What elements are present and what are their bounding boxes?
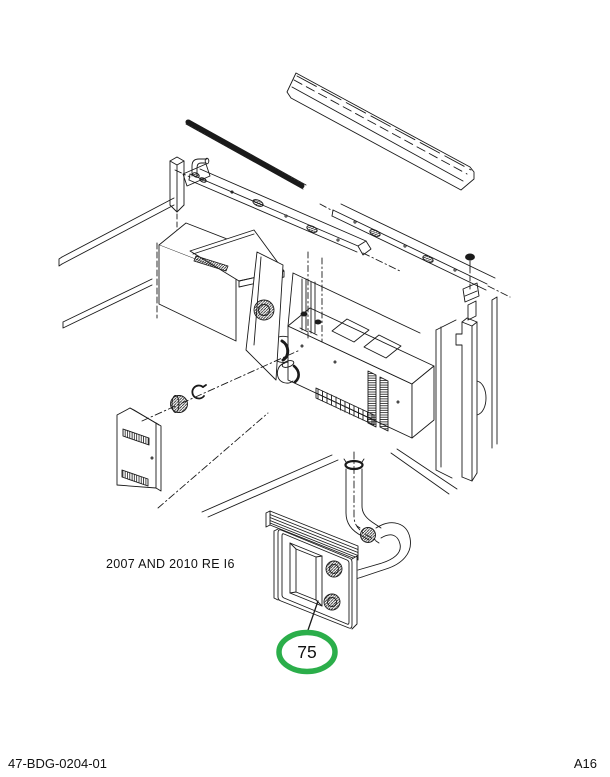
page-code: A16 — [573, 756, 597, 771]
plenum-box — [267, 251, 435, 439]
heater-hose-assembly — [343, 451, 411, 581]
rail-end-bracket — [182, 163, 211, 187]
cowl-channel-panel — [286, 72, 475, 191]
cross-member-rear — [319, 203, 511, 298]
variant-note: 2007 AND 2010 RE I6 — [106, 557, 235, 571]
right-pillar — [455, 317, 487, 482]
seal-strip — [185, 119, 307, 190]
support-bar — [58, 197, 175, 267]
document-number: 47-BDG-0204-01 — [8, 756, 107, 771]
vented-access-panel — [116, 407, 162, 492]
callout-75-number[interactable]: 75 — [297, 642, 317, 662]
heater-core-housing — [265, 510, 359, 630]
callout-ring — [276, 629, 338, 675]
firewall-edges — [62, 278, 458, 518]
knob-and-retaining-ring — [141, 349, 301, 509]
rear-panel-right — [435, 296, 498, 479]
evaporator-case — [156, 222, 300, 384]
bolt-and-bracket — [462, 253, 480, 321]
cross-member-front — [174, 168, 401, 272]
callout-75[interactable] — [276, 600, 338, 675]
